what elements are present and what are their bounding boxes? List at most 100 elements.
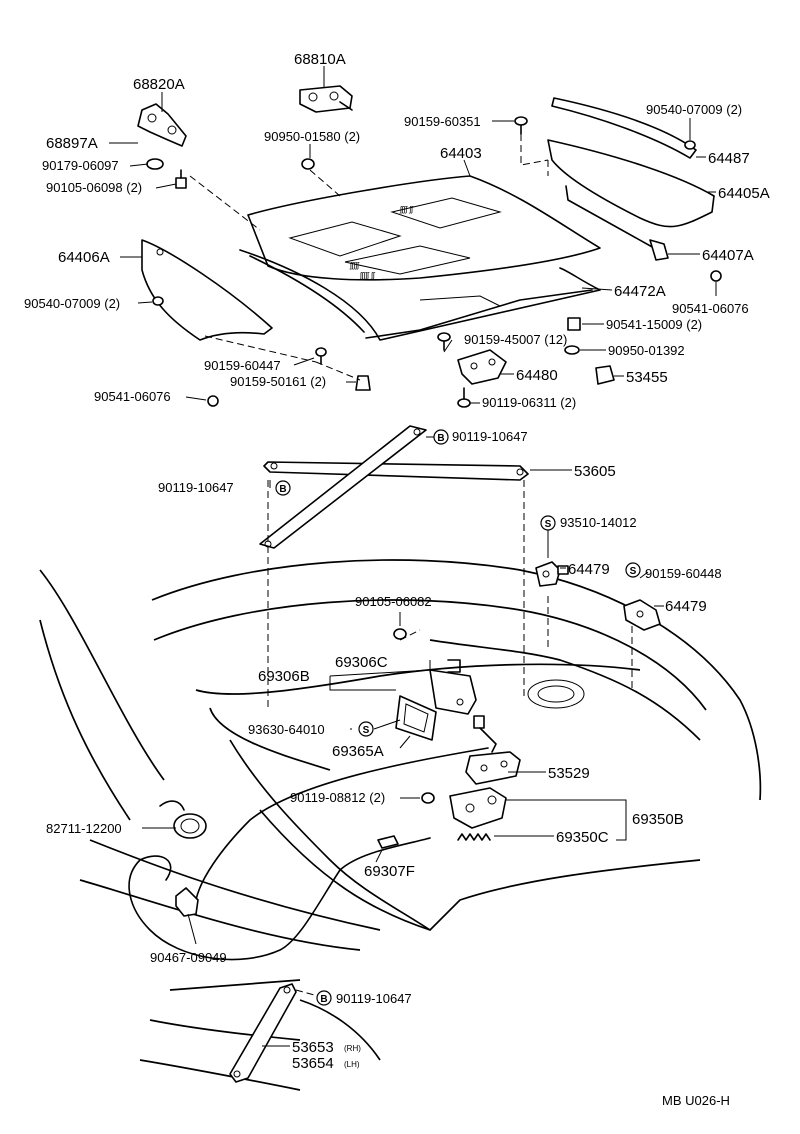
nut-90540-07009-left — [152, 296, 164, 306]
svg-text:S: S — [630, 566, 637, 577]
bumper-53455 — [595, 365, 615, 385]
label-90105-06098: 90105-06098 (2) — [46, 180, 142, 195]
label-64405a: 64405A — [718, 185, 770, 202]
clip-90467-09049 — [175, 887, 199, 917]
label-90540-07009-left: 90540-07009 (2) — [24, 296, 120, 311]
striker-64480 — [457, 349, 507, 385]
label-90540-07009-top: 90540-07009 (2) — [646, 102, 742, 117]
label-90105-06082: 90105-06082 — [355, 594, 432, 609]
label-68897a: 68897A — [46, 135, 98, 152]
latch-53529 — [465, 751, 521, 785]
label-64407a: 64407A — [702, 247, 754, 264]
car-body-outline — [39, 559, 762, 1091]
svg-text:B: B — [279, 484, 286, 495]
release-lever-53653-53654 — [229, 983, 297, 1083]
diagram-id: MB U026-H — [662, 1093, 730, 1108]
label-64406a: 64406A — [58, 249, 110, 266]
svg-text:S: S — [545, 519, 552, 530]
leader-lines — [109, 66, 717, 1047]
clip-90159-50161 — [355, 375, 371, 391]
label-90119-10647-c: 90119-10647 — [336, 991, 412, 1006]
release-cable-69307f — [128, 747, 489, 961]
svg-text:B: B — [320, 994, 327, 1005]
stay-64407a — [565, 185, 669, 261]
label-90119-06311: 90119-06311 (2) — [482, 395, 576, 410]
label-69306b: 69306B — [258, 668, 310, 685]
fastener-90179-06097 — [146, 158, 164, 170]
screw-90159-45007 — [437, 332, 451, 351]
label-90541-06076-left: 90541-06076 — [94, 389, 171, 404]
lock-cylinder-bracket-69306b — [395, 695, 437, 741]
svg-text:B: B — [437, 433, 444, 444]
bolt-badge: B — [433, 429, 449, 445]
spring-69350c — [457, 833, 491, 841]
bracket-64479-a — [535, 561, 569, 587]
bolt-90119-10647-lever — [295, 989, 319, 997]
cap-90950-01392 — [564, 345, 580, 355]
assembly-lines-top — [189, 134, 549, 381]
label-53654: 53654 — [292, 1055, 334, 1072]
label-64479-b: 64479 — [665, 598, 707, 615]
label-69365a: 69365A — [332, 743, 384, 760]
screw-badge: S — [625, 562, 641, 578]
label-90119-10647-a: 90119-10647 — [452, 429, 528, 444]
part-labels: 68810A 68820A 68897A 90179-06097 90105-0… — [24, 51, 770, 1108]
label-53529: 53529 — [548, 765, 590, 782]
bolt-badge: B — [316, 990, 332, 1006]
label-93630-64010: 93630-64010 — [248, 722, 325, 737]
label-64403: 64403 — [440, 145, 482, 162]
weatherstrip-64487 — [551, 97, 697, 159]
hatch-inner-frame-64472a — [239, 249, 601, 341]
screw-badge: S — [540, 515, 556, 531]
grommet-90541-15009 — [567, 317, 581, 331]
hinge-68820a — [137, 103, 187, 147]
screw-90119-08812 — [421, 792, 435, 804]
label-90541-15009: 90541-15009 (2) — [606, 317, 702, 332]
lock-cylinder-69306c — [429, 659, 477, 715]
screw-90159-60447 — [315, 347, 327, 365]
label-82711-12200: 82711-12200 — [46, 821, 122, 836]
label-68810a: 68810A — [294, 51, 346, 68]
label-69350b: 69350B — [632, 811, 684, 828]
label-90950-01392: 90950-01392 — [608, 343, 685, 358]
label-90119-08812: 90119-08812 (2) — [290, 790, 385, 805]
label-90950-01580: 90950-01580 (2) — [264, 129, 360, 144]
label-53455: 53455 — [626, 369, 668, 386]
latch-lock-69350b — [449, 787, 507, 829]
svg-text:ʃʃʃʃ ʃʃ: ʃʃʃʃ ʃʃ — [399, 205, 414, 214]
label-90159-60351: 90159-60351 — [404, 114, 481, 129]
label-64479-a: 64479 — [568, 561, 610, 578]
side-trim-64406a — [141, 239, 273, 341]
label-53653: 53653 — [292, 1039, 334, 1056]
bolt-90105-06082 — [393, 628, 421, 641]
label-69306c: 69306C — [335, 654, 388, 671]
label-64472a: 64472A — [614, 283, 666, 300]
bolt-90119-06311 — [457, 387, 471, 408]
label-90159-50161: 90159-50161 (2) — [230, 374, 326, 389]
label-53654-side: (LH) — [344, 1060, 360, 1069]
spoiler-64405a — [547, 139, 715, 228]
label-68820a: 68820A — [133, 76, 185, 93]
label-69350c: 69350C — [556, 829, 609, 846]
label-64487: 64487 — [708, 150, 750, 167]
stay-53605 — [263, 461, 529, 481]
label-93510-14012: 93510-14012 — [560, 515, 637, 530]
nut-90541-06076-left — [207, 395, 219, 407]
label-53653-side: (RH) — [344, 1044, 361, 1053]
hatch-lid-64403: ʃʃʃʃ ʃʃ ʃʃʃʃʃ ʃʃʃʃʃ ʃʃ — [247, 175, 601, 281]
bolt-badge: B — [275, 480, 291, 496]
label-90541-06076-right: 90541-06076 — [672, 301, 749, 316]
bracket-64479-b — [623, 599, 661, 631]
svg-text:ʃʃʃʃʃ: ʃʃʃʃʃ — [349, 261, 360, 270]
label-90159-60448: 90159-60448 — [645, 566, 722, 581]
label-69307f: 69307F — [364, 863, 415, 880]
screw-90159-60351 — [514, 116, 528, 135]
label-90179-06097: 90179-06097 — [42, 158, 119, 173]
bolt-90105-06098 — [175, 169, 187, 189]
assembly-lines-middle — [267, 480, 633, 708]
nut-90541-06076-right — [710, 270, 722, 282]
svg-text:S: S — [363, 725, 370, 736]
svg-text:ʃʃʃʃʃ ʃʃ: ʃʃʃʃʃ ʃʃ — [359, 271, 376, 280]
label-90159-45007: 90159-45007 (12) — [464, 332, 567, 347]
